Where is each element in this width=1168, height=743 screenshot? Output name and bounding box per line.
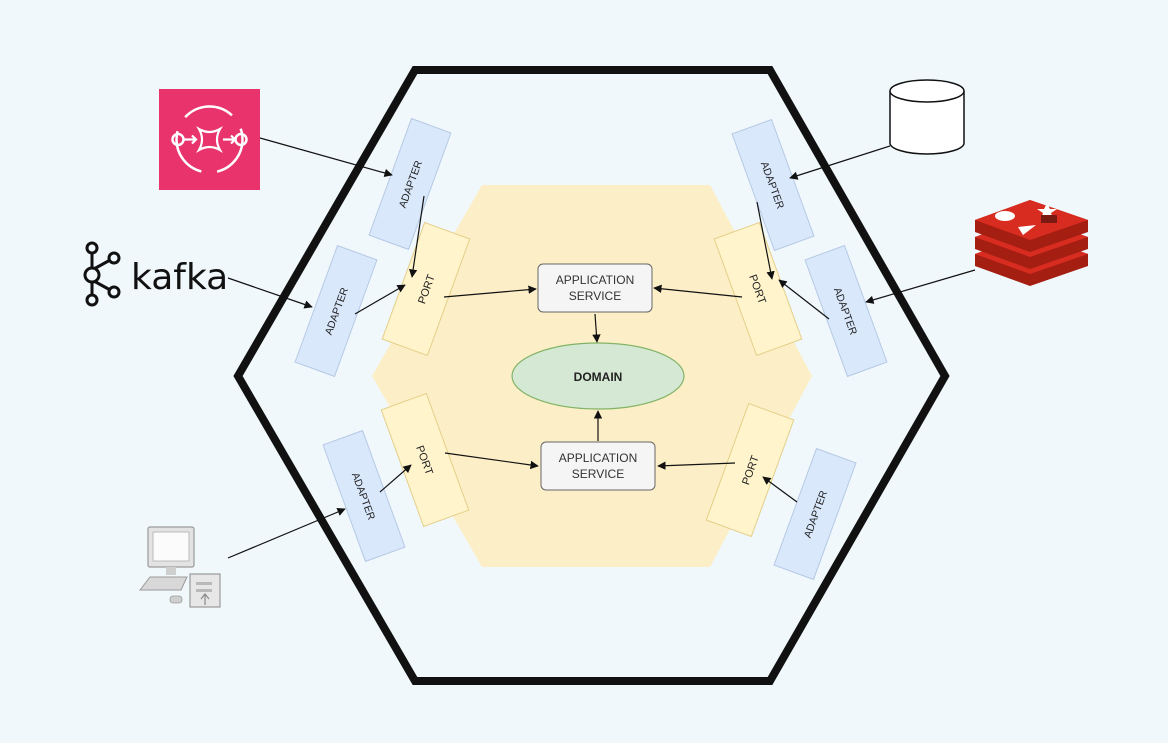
- adapter-right-top: ADAPTER: [731, 118, 815, 252]
- domain-node: DOMAIN: [511, 342, 685, 410]
- service-line2: SERVICE: [569, 289, 621, 303]
- arrow-sqs-to-adapter: [259, 137, 393, 178]
- arrow-service-to-domain: [592, 313, 601, 343]
- port-bottom-right: PORT: [705, 402, 795, 538]
- port-top-left: PORT: [381, 221, 471, 357]
- application-service-top: APPLICATION SERVICE: [537, 263, 653, 313]
- adapter-left-middle: ADAPTER: [294, 244, 378, 378]
- database-cylinder-icon: [889, 79, 965, 155]
- arrow-adapter-to-port-right-2: [778, 279, 830, 320]
- kafka-logo-icon: [83, 241, 121, 307]
- port-bottom-left: PORT: [380, 392, 470, 528]
- arrow-port-to-service-bottom: [444, 452, 539, 470]
- adapter-left-top: ADAPTER: [368, 117, 452, 251]
- adapter-right-bottom: ADAPTER: [773, 447, 857, 581]
- arrow-port-to-service-top: [443, 285, 537, 298]
- arrow-kafka-to-adapter: [227, 277, 313, 309]
- application-service-bottom: APPLICATION SERVICE: [540, 441, 656, 491]
- arrow-adapter-to-port-right-bottom: [762, 476, 798, 503]
- arrow-redis-to-adapter: [865, 269, 976, 304]
- adapter-right-middle: ADAPTER: [804, 244, 888, 378]
- sqs-queue-icon: [159, 89, 260, 190]
- arrow-adapter-to-port-right-1: [756, 201, 775, 280]
- adapter-left-bottom: ADAPTER: [322, 429, 406, 563]
- kafka-wordmark: kafka: [131, 257, 228, 298]
- arrow-adapter-to-port-2: [354, 284, 406, 315]
- arrow-adapter-to-port-bottom: [379, 464, 412, 493]
- connector-arrows: [227, 137, 976, 559]
- arrow-db-to-adapter: [789, 145, 891, 180]
- arrow-port-right-to-service-top: [653, 284, 743, 298]
- redis-logo-icon: [975, 200, 1088, 286]
- service-line1: APPLICATION: [556, 273, 634, 287]
- service-line1: APPLICATION: [559, 451, 637, 465]
- domain-label: DOMAIN: [574, 370, 623, 384]
- desktop-computer-icon: [138, 526, 221, 608]
- outer-hexagon: [233, 66, 950, 685]
- arrow-port-right-to-service-bottom: [657, 461, 736, 470]
- arrow-adapter-to-port-1: [408, 195, 425, 278]
- arrow-computer-to-adapter: [227, 508, 346, 559]
- service-line2: SERVICE: [572, 467, 624, 481]
